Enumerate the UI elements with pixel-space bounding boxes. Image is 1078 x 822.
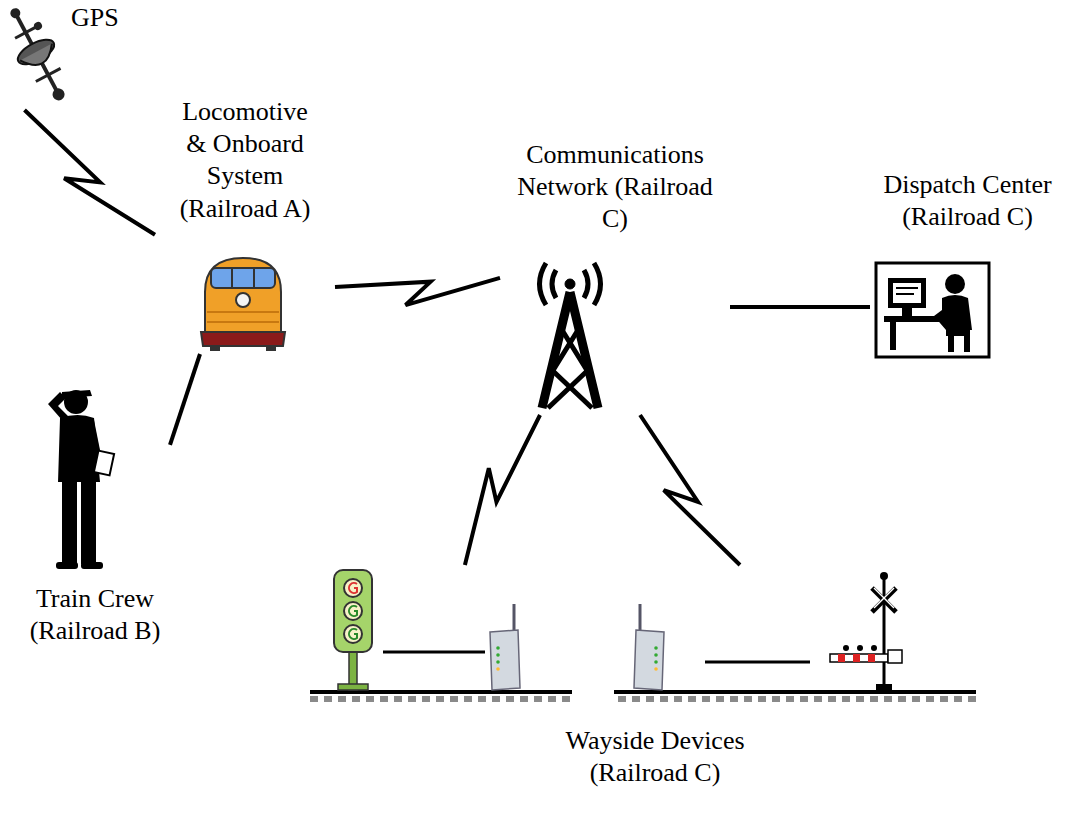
node-caption: Dispatch Center (Railroad C) (875, 169, 1060, 233)
node-caption: GPS (71, 2, 133, 34)
labelled-icon: Train Crew (Railroad B) (20, 375, 170, 670)
node-caption: Locomotive & Onboard System (Railroad A) (170, 96, 320, 225)
wired-link (730, 305, 870, 309)
node-caption: Communications Network (Railroad C) (515, 139, 715, 236)
node-caption: Wayside Devices (Railroad C) (545, 725, 765, 789)
locomotive-icon (201, 258, 285, 351)
wireless-link (335, 278, 500, 305)
wireless-link (640, 415, 740, 565)
wayside-illustration (310, 570, 976, 702)
labelled-icon: Locomotive & Onboard System (Railroad A) (155, 92, 335, 354)
dispatcher-icon (876, 263, 989, 357)
node-caption: Train Crew (Railroad B) (22, 583, 168, 647)
labelled-icon: Dispatch Center (Railroad C) (870, 165, 1065, 360)
labelled-icon: Wayside Devices (Railroad C) (295, 565, 1015, 815)
train-crew-figure (48, 390, 114, 569)
wireless-link (465, 415, 540, 565)
gps-satellite (0, 0, 79, 109)
wireless-link (25, 110, 156, 235)
radio-tower (540, 263, 601, 408)
labelled-icon: GPS (5, 0, 135, 110)
labelled-icon: Communications Network (Railroad C) (500, 135, 730, 415)
wired-link (170, 354, 200, 445)
